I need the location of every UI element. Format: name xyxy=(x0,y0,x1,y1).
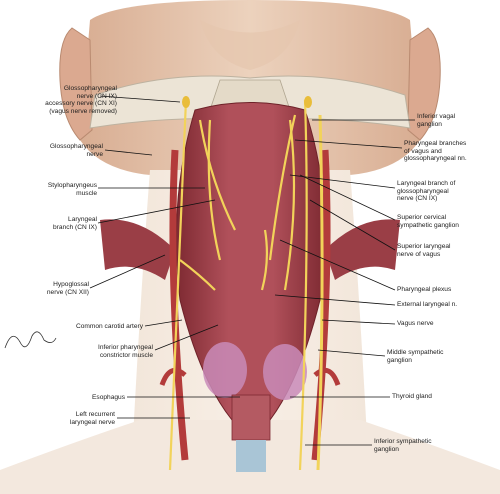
face-contour xyxy=(200,20,300,70)
right-ear xyxy=(407,27,441,141)
thyroid-right-lobe xyxy=(263,344,307,400)
label-vagus-nerve: Vagus nerve xyxy=(397,320,434,327)
label-common-carotid-artery: Common carotid artery xyxy=(75,323,143,330)
left-ganglion-top xyxy=(182,96,190,108)
leader-lines xyxy=(89,95,415,446)
label-middle-sympathetic-ganglion: Middle sympathetic ganglion xyxy=(387,349,444,364)
left-side-muscle xyxy=(100,219,175,280)
label-inferior-sympathetic-ganglion: Inferior sympathetic ganglion xyxy=(374,438,432,453)
label-left-recurrent-laryngeal: Left recurrent laryngeal nerve xyxy=(69,411,115,426)
left-ear xyxy=(59,27,93,141)
label-pharyngeal-plexus: Pharyngeal plexus xyxy=(397,286,452,293)
label-thyroid-gland: Thyroid gland xyxy=(392,393,432,400)
right-subclavian xyxy=(313,367,341,386)
signature xyxy=(4,331,57,349)
label-laryngeal-branch-right: Laryngeal branch of glossopharyngeal ner… xyxy=(397,180,456,203)
label-inferior-vagal-ganglion: Inferior vagal ganglion xyxy=(417,113,456,128)
label-external-laryngeal: External laryngeal n. xyxy=(397,301,458,308)
label-hypoglossal-nerve: Hypoglossal nerve (CN XII) xyxy=(46,281,89,296)
thyroid-left-lobe xyxy=(203,342,247,398)
label-esophagus: Esophagus xyxy=(92,394,125,401)
trachea xyxy=(236,440,266,472)
esophagus-tube xyxy=(231,394,271,441)
right-ganglion-top xyxy=(304,96,312,108)
label-superior-laryngeal-nerve: Superior laryngeal nerve of vagus xyxy=(397,243,451,258)
label-glossopharyngeal-accessory: Glossopharyngeal nerve (CN IX) accessory… xyxy=(45,85,117,115)
label-laryngeal-branch-left: Laryngeal branch (CN IX) xyxy=(53,216,97,231)
left-subclavian xyxy=(159,367,187,386)
label-glossopharyngeal-nerve: Glossopharyngeal nerve xyxy=(49,143,103,158)
nerves xyxy=(168,99,324,471)
left-carotid xyxy=(169,149,189,461)
right-side-muscle xyxy=(325,219,400,280)
label-superior-cervical-ganglion: Superior cervical sympathetic ganglion xyxy=(397,214,459,229)
label-pharyngeal-branches: Pharyngeal branches of vagus and glossop… xyxy=(404,140,467,163)
label-stylopharyngeus-muscle: Stylopharyngeus muscle xyxy=(47,182,97,197)
label-inferior-pharyngeal-constrictor: Inferior pharyngeal constrictor muscle xyxy=(98,344,153,359)
